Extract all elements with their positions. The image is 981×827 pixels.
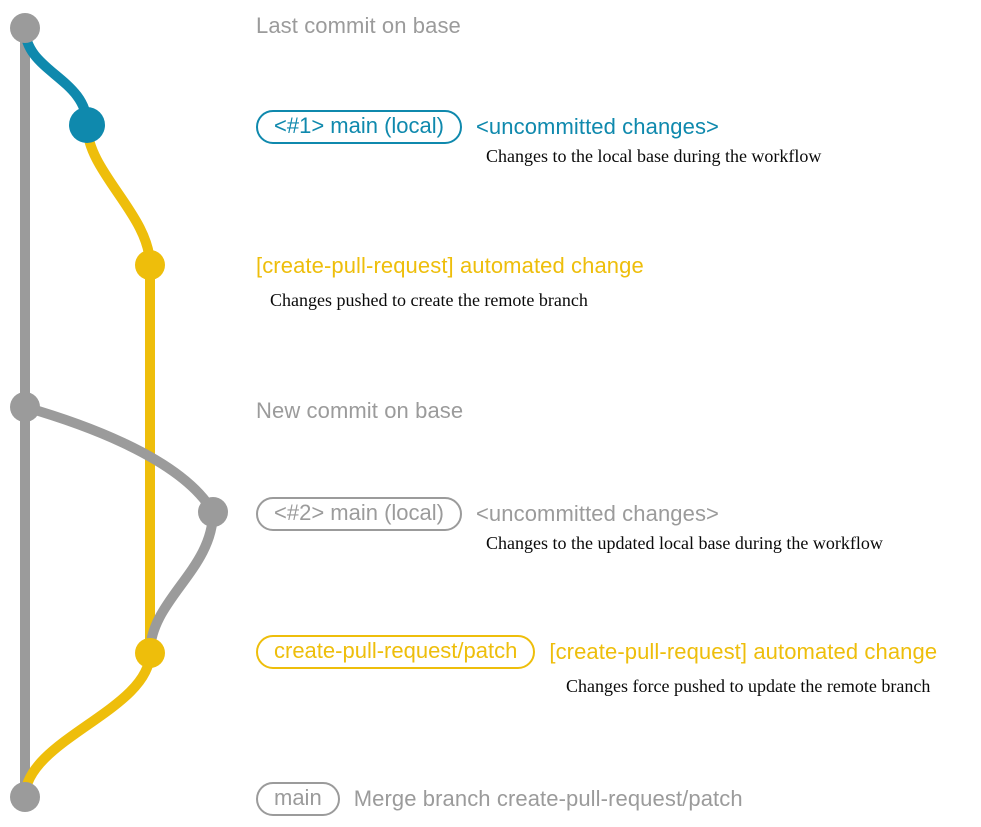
heading-uncommitted-changes-1: <uncommitted changes> bbox=[475, 114, 720, 139]
heading-new-commit-on-base: New commit on base bbox=[256, 398, 464, 423]
edge-yellow-1 bbox=[82, 120, 155, 270]
pill-main-local-2[interactable]: <#2> main (local) bbox=[256, 497, 462, 531]
pill-create-pull-request-patch[interactable]: create-pull-request/patch bbox=[256, 635, 536, 669]
commit-graph-canvas bbox=[10, 13, 228, 812]
graph-nodes bbox=[10, 13, 228, 812]
row-merge-commit: main Merge branch create-pull-request/pa… bbox=[256, 782, 743, 816]
heading-last-commit-on-base: Last commit on base bbox=[256, 13, 461, 38]
row-new-commit-on-base: New commit on base bbox=[256, 397, 463, 425]
pill-create-pull-request-patch-label: create-pull-request/patch bbox=[274, 638, 518, 663]
node-local-2 bbox=[198, 497, 228, 527]
heading-automated-change-1: [create-pull-request] automated change bbox=[256, 253, 644, 278]
row-automated-change-1: [create-pull-request] automated change bbox=[256, 252, 644, 280]
row-patch-branch: create-pull-request/patch [create-pull-r… bbox=[256, 635, 937, 669]
node-patch-1 bbox=[135, 250, 165, 280]
node-base-new bbox=[10, 392, 40, 422]
desc-local-2: Changes to the updated local base during… bbox=[486, 533, 883, 553]
node-merge bbox=[10, 782, 40, 812]
row-local-1: <#1> main (local) <uncommitted changes> bbox=[256, 110, 719, 144]
pill-main-local-2-label: <#2> main (local) bbox=[274, 500, 444, 525]
node-base-last bbox=[10, 13, 40, 43]
pill-main-label: main bbox=[274, 785, 322, 810]
desc-patch-branch: Changes force pushed to update the remot… bbox=[566, 676, 931, 696]
pill-main-local-1[interactable]: <#1> main (local) bbox=[256, 110, 462, 144]
edge-gray-to-patch2 bbox=[145, 507, 218, 658]
desc-local-1: Changes to the local base during the wor… bbox=[486, 146, 822, 166]
graph-edges bbox=[20, 23, 218, 802]
pill-main-local-1-label: <#1> main (local) bbox=[274, 113, 444, 138]
row-local-2: <#2> main (local) <uncommitted changes> bbox=[256, 497, 719, 531]
node-patch-2 bbox=[135, 638, 165, 668]
desc-automated-change-1: Changes pushed to create the remote bran… bbox=[270, 290, 588, 310]
edge-gray-branch-2 bbox=[20, 402, 218, 517]
heading-automated-change-2: [create-pull-request] automated change bbox=[549, 639, 938, 664]
heading-merge-commit: Merge branch create-pull-request/patch bbox=[353, 786, 743, 811]
pill-main[interactable]: main bbox=[256, 782, 340, 816]
heading-uncommitted-changes-2: <uncommitted changes> bbox=[475, 501, 720, 526]
node-local-1 bbox=[69, 107, 105, 143]
row-last-commit-on-base: Last commit on base bbox=[256, 12, 461, 40]
edge-yellow-merge bbox=[20, 648, 155, 802]
